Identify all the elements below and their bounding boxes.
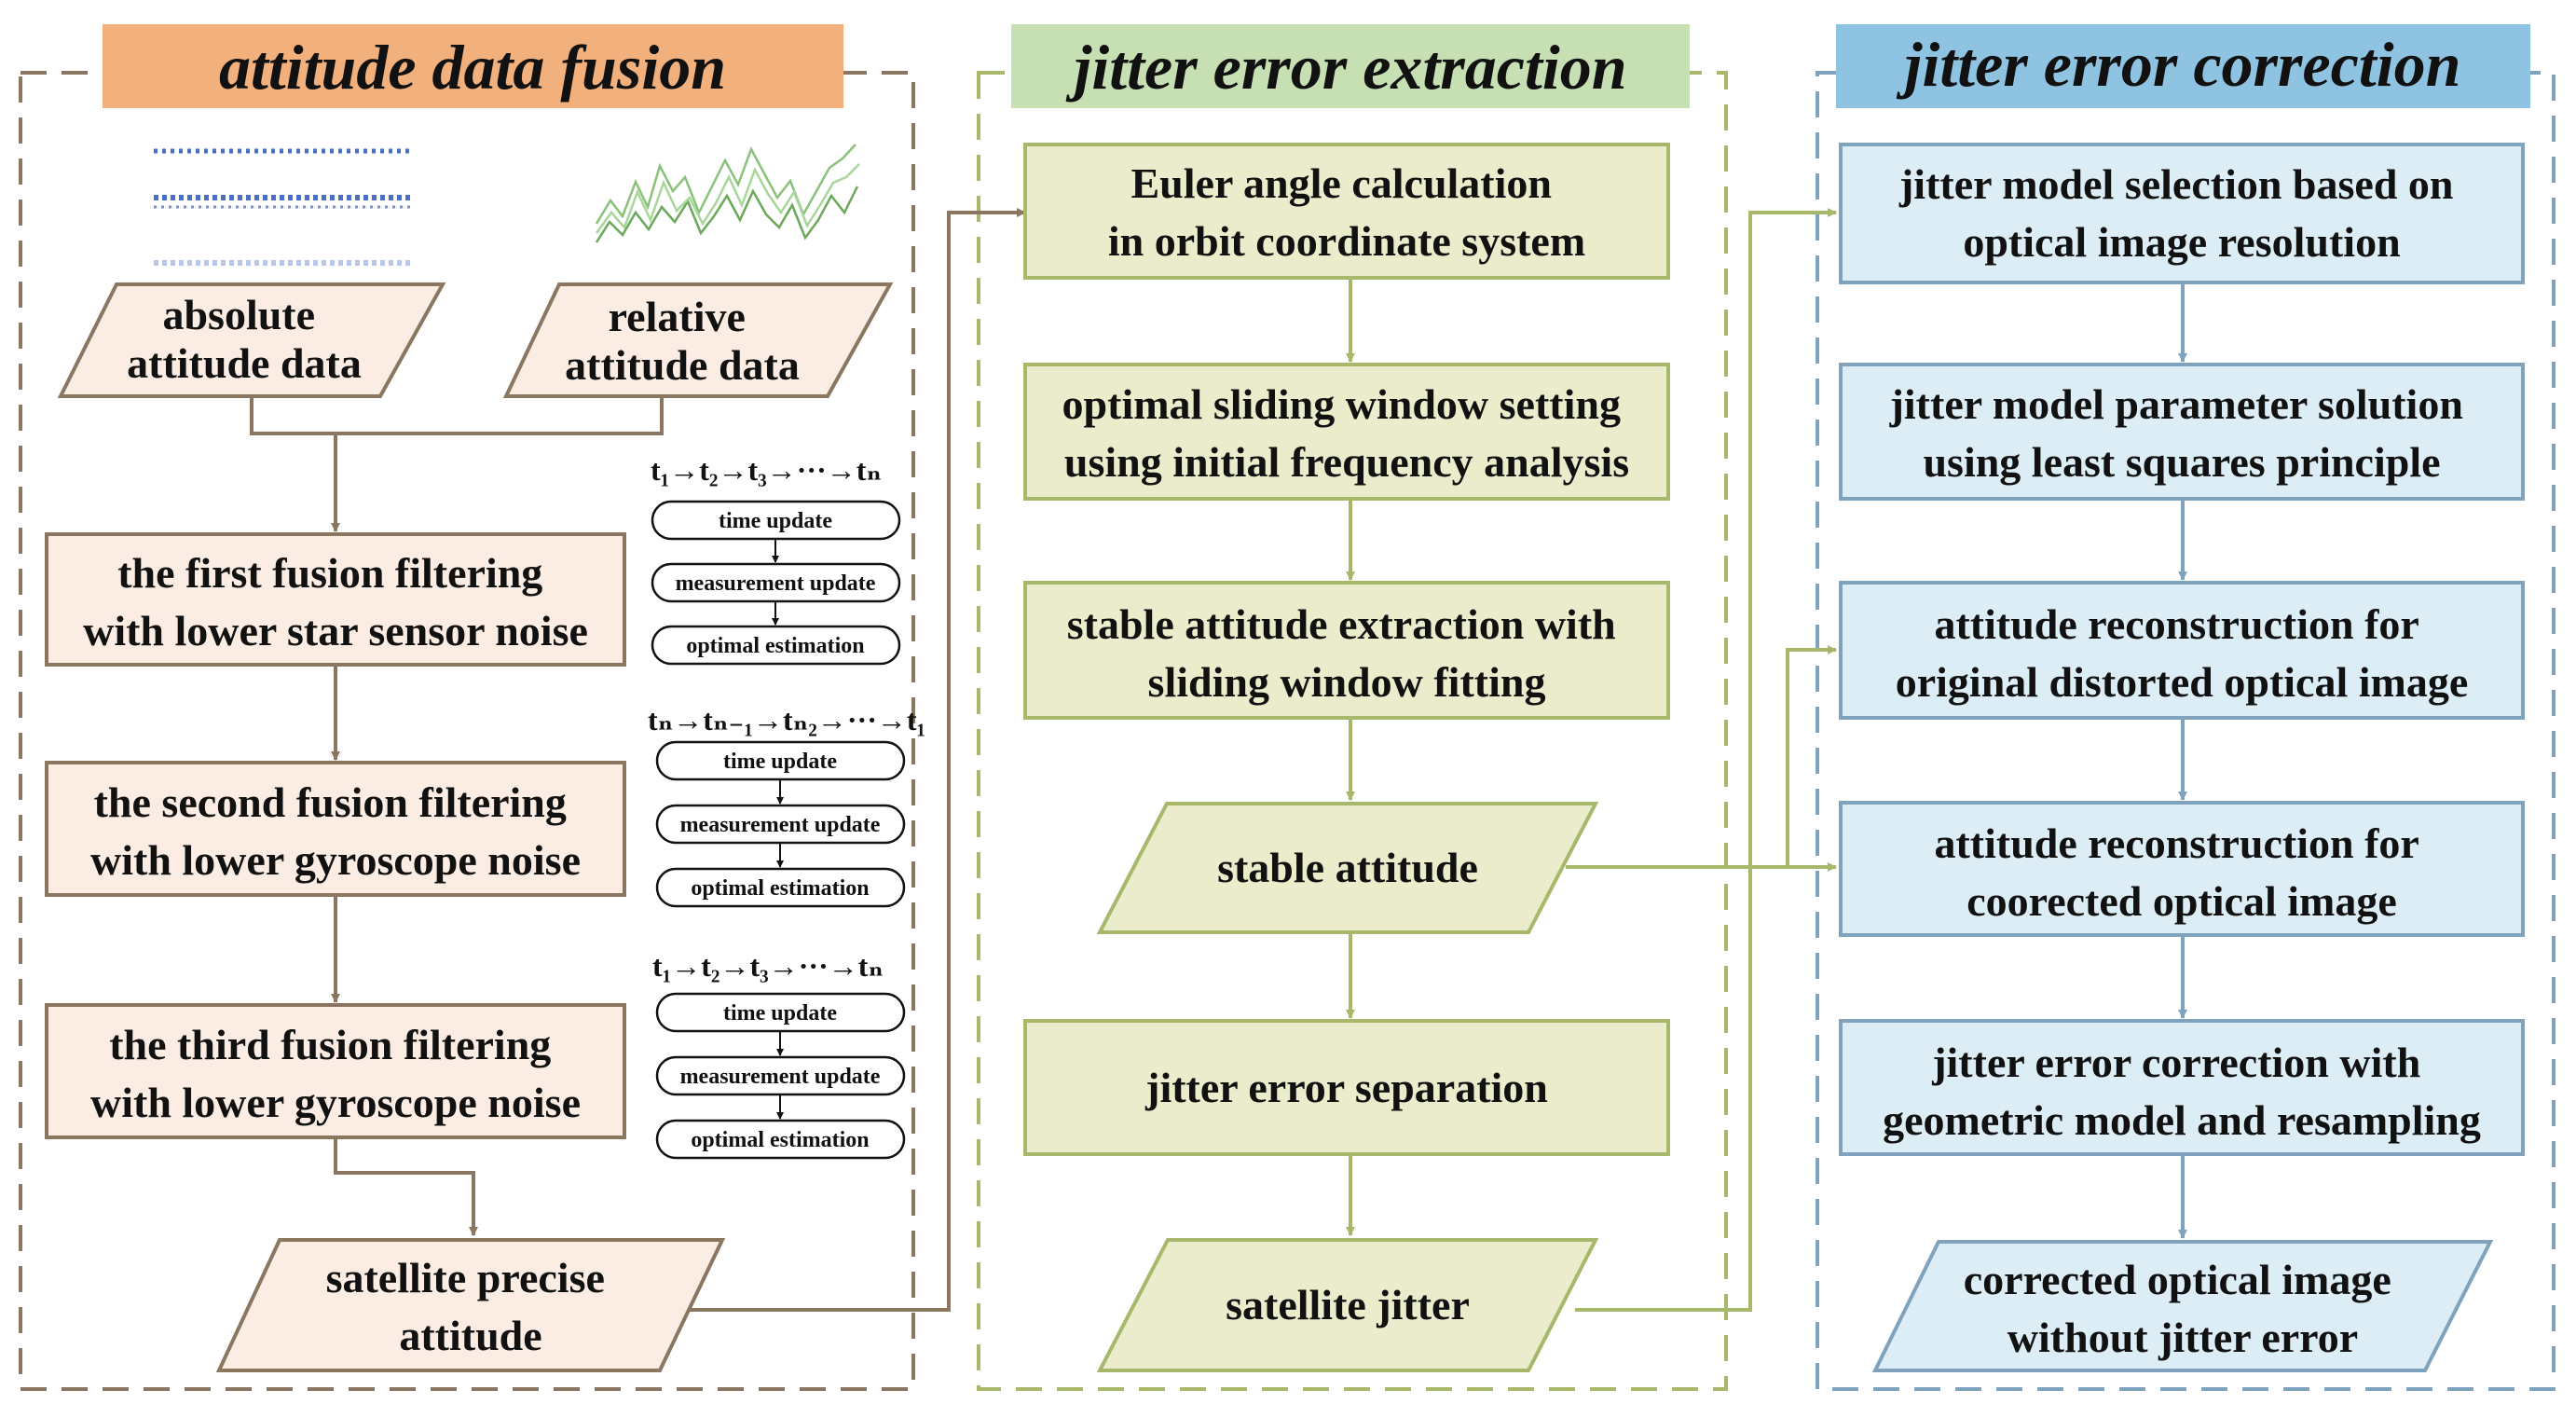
third-fusion-filtering-label: the third fusion filtering with lower gy… xyxy=(90,1021,581,1126)
jitter-error-separation-box xyxy=(1023,1019,1670,1156)
satellite-jitter-shape xyxy=(1096,1238,1599,1372)
correction-panel-frame xyxy=(1816,71,2555,1391)
first-fusion-filtering-box xyxy=(45,532,626,667)
absolute-attitude-data-label: absolute attitude data xyxy=(127,291,362,387)
optimal-estimation-label: optimal estimation xyxy=(686,634,864,658)
relative-data-waveform-illustration xyxy=(595,144,860,243)
connector-filter3-output xyxy=(334,1137,478,1236)
first-fusion-filtering-label: the first fusion filtering with lower st… xyxy=(83,549,588,654)
stable-attitude-label: stable attitude xyxy=(1217,844,1478,891)
optimal-estimation-label: optimal estimation xyxy=(691,876,869,901)
jitter-error-correction-label: jitter error correction with geometric m… xyxy=(1883,1039,2481,1144)
sliding-window-setting-box xyxy=(1023,363,1670,501)
jitter-model-parameter-label: jitter model parameter solution using le… xyxy=(1889,380,2474,486)
absolute-attitude-data-shape xyxy=(57,282,446,398)
fusion-header: attitude data fusion xyxy=(219,32,726,103)
time-update-label: time update xyxy=(723,750,837,774)
reconstruction-original-box xyxy=(1839,581,2525,720)
extraction-header: jitter error extraction xyxy=(1065,32,1626,103)
kalman-box xyxy=(655,867,906,908)
correction-header: jitter error correction xyxy=(1897,29,2461,100)
corrected-optical-image-label: corrected optical image without jitter e… xyxy=(1964,1256,2402,1361)
measurement-update-label: measurement update xyxy=(680,813,881,837)
reconstruction-corrected-box xyxy=(1839,801,2525,937)
reconstruction-original-label: attitude reconstruction for original dis… xyxy=(1896,600,2469,706)
stable-attitude-shape xyxy=(1096,802,1599,934)
time-sequence-forward-2: t₁→t₂→t₃→···→tₙ xyxy=(652,949,884,983)
time-update-label: time update xyxy=(719,509,832,533)
satellite-jitter-label: satellite jitter xyxy=(1226,1281,1470,1328)
connector-fusion-to-extraction xyxy=(690,208,1026,1312)
measurement-update-label: measurement update xyxy=(676,571,876,596)
third-fusion-filtering-box xyxy=(45,1003,626,1139)
jitter-model-parameter-box xyxy=(1839,363,2525,501)
euler-angle-calculation-label: Euler angle calculation in orbit coordin… xyxy=(1108,159,1585,265)
stable-attitude-extraction-label: stable attitude extraction with sliding … xyxy=(1067,600,1626,706)
stable-attitude-extraction-box xyxy=(1023,581,1670,720)
euler-angle-calculation-box xyxy=(1023,143,1670,280)
kalman-box xyxy=(651,625,901,666)
correction-header-bg xyxy=(1836,24,2530,108)
fusion-header-bg xyxy=(103,24,843,108)
jitter-model-selection-box xyxy=(1839,143,2525,284)
relative-attitude-data-label: relative attitude data xyxy=(565,293,800,389)
time-sequence-forward-1: t₁→t₂→t₃→···→tₙ xyxy=(651,453,882,487)
sliding-window-setting-label: optimal sliding window setting using ini… xyxy=(1062,380,1632,486)
jitter-error-separation-label: jitter error separation xyxy=(1144,1064,1548,1111)
second-fusion-filtering-label: the second fusion filtering with lower g… xyxy=(90,778,581,884)
relative-attitude-data-shape xyxy=(502,282,894,398)
extraction-header-bg xyxy=(1011,24,1690,108)
corrected-optical-image-shape xyxy=(1871,1240,2494,1372)
second-fusion-filtering-box xyxy=(45,761,626,897)
reconstruction-corrected-label: attitude reconstruction for coorected op… xyxy=(1934,819,2429,925)
kalman-group-2: tₙ→tₙ₋₁→tₙ₂→···→t₁ time update measureme… xyxy=(648,703,925,908)
optimal-estimation-label: optimal estimation xyxy=(691,1128,869,1152)
kalman-group-3: t₁→t₂→t₃→···→tₙ time update measurement … xyxy=(652,949,906,1160)
satellite-precise-attitude-label: satellite precise attitude xyxy=(326,1254,616,1359)
connector-jitter-to-model-selection xyxy=(1575,208,1837,1312)
time-sequence-backward: tₙ→tₙ₋₁→tₙ₂→···→t₁ xyxy=(648,703,925,736)
time-update-label: time update xyxy=(723,1001,837,1025)
satellite-precise-attitude-shape xyxy=(215,1238,726,1372)
jitter-model-selection-label: jitter model selection based on optical … xyxy=(1898,160,2464,266)
kalman-box xyxy=(655,1119,906,1160)
absolute-data-dots-illustration xyxy=(154,148,410,266)
kalman-group-1: t₁→t₂→t₃→···→tₙ time update measurement … xyxy=(651,453,901,666)
measurement-update-label: measurement update xyxy=(680,1065,881,1089)
jitter-error-correction-box xyxy=(1839,1019,2525,1156)
connector-absolute-join xyxy=(250,396,664,435)
